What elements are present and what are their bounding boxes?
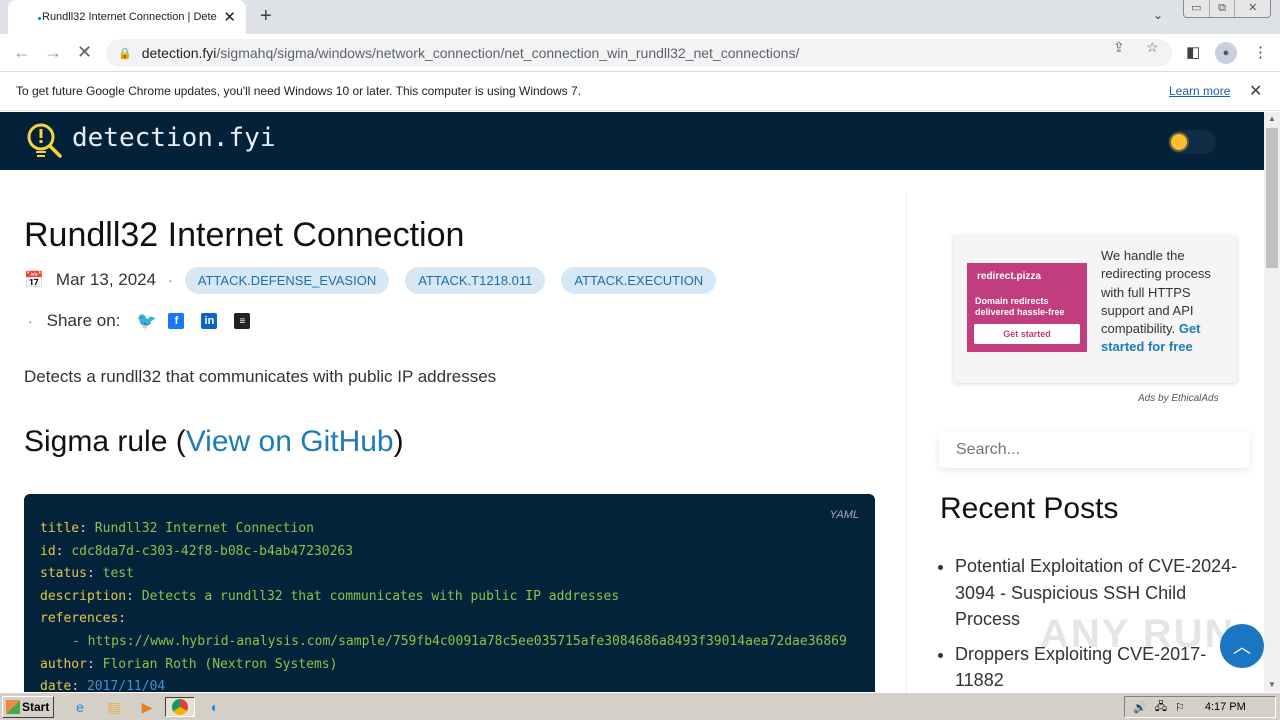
volume-icon[interactable]: 🔊 xyxy=(1133,701,1147,714)
close-tab-icon[interactable]: ✕ xyxy=(223,9,236,26)
system-tray: 🔊 🖧 ⚐ 4:17 PM xyxy=(1124,696,1276,718)
twitter-icon[interactable]: 🐦 xyxy=(136,313,157,330)
page-scrollbar[interactable]: ▲ ▼ xyxy=(1264,112,1280,692)
infobar-message: To get future Google Chrome updates, you… xyxy=(16,84,582,98)
separator-dot: · xyxy=(168,272,173,288)
scroll-to-top-button[interactable]: ︿ xyxy=(1220,624,1264,668)
forward-icon[interactable]: → xyxy=(44,42,62,62)
share-label: Share on: xyxy=(46,311,121,330)
side-panel-icon[interactable]: ◧ xyxy=(1186,44,1201,61)
recent-post-link[interactable]: Droppers Exploiting CVE-2017-11882 xyxy=(955,641,1245,693)
article-title: Rundll32 Internet Connection xyxy=(24,216,465,254)
code-language-label: YAML xyxy=(829,509,859,521)
watermark: ANY RUN xyxy=(1040,612,1236,656)
search-input[interactable] xyxy=(939,432,1250,468)
restore-button[interactable]: ⧉ xyxy=(1210,0,1236,17)
recent-posts-list: Potential Exploitation of CVE-2024-3094 … xyxy=(955,553,1245,692)
logo-bulb-icon[interactable] xyxy=(24,121,64,161)
start-button[interactable]: Start xyxy=(2,696,54,718)
network-icon[interactable]: 🖧 xyxy=(1154,700,1167,713)
media-player-icon[interactable]: ▶ xyxy=(141,698,153,715)
ad-credit[interactable]: Ads by EthicalAds xyxy=(1138,393,1219,404)
chrome-icon[interactable] xyxy=(165,697,195,717)
tag-t1218-011[interactable]: ATTACK.T1218.011 xyxy=(405,266,546,294)
bookmark-star-icon[interactable]: ☆ xyxy=(1146,39,1159,55)
code-line: id: cdc8da7d-c303-42f8-b08c-b4ab47230263 xyxy=(40,543,354,559)
sigma-rule-heading: Sigma rule (View on GitHub) xyxy=(24,425,404,458)
sun-icon xyxy=(1171,134,1187,150)
update-infobar: To get future Google Chrome updates, you… xyxy=(0,73,1280,111)
share-bar: · Share on: 🐦 f in ≡ xyxy=(28,311,251,331)
facebook-icon[interactable]: f xyxy=(168,313,185,329)
code-line: date: 2017/11/04 xyxy=(40,679,166,692)
minimize-button[interactable]: ▭ xyxy=(1184,0,1210,17)
edge-icon[interactable]: ◐ xyxy=(210,699,220,715)
recent-posts-heading: Recent Posts xyxy=(940,492,1119,525)
code-line: status: test xyxy=(40,566,134,582)
scrollbar-thumb[interactable] xyxy=(1266,128,1278,268)
article-date: Mar 13, 2024 xyxy=(55,270,157,289)
code-line: description: Detects a rundll32 that com… xyxy=(40,588,620,604)
code-line: - https://www.hybrid-analysis.com/sample… xyxy=(72,633,847,649)
ad-image[interactable]: redirect.pizza Domain redirects delivere… xyxy=(967,263,1087,352)
ad-headline: Domain redirects delivered hassle-free xyxy=(975,296,1065,317)
clock[interactable]: 4:17 PM xyxy=(1204,701,1246,713)
scroll-up-arrow-icon[interactable]: ▲ xyxy=(1268,114,1276,123)
linkedin-icon[interactable]: in xyxy=(201,313,218,329)
chevron-up-icon: ︿ xyxy=(1233,637,1251,657)
windows-taskbar: Start e ▤ ▶ ◐ 🔊 🖧 ⚐ 4:17 PM xyxy=(0,692,1280,720)
tab-title: Rundll32 Internet Connection | Detection… xyxy=(42,11,217,23)
ethical-ad[interactable]: redirect.pizza Domain redirects delivere… xyxy=(953,235,1237,383)
address-bar[interactable]: 🔒 detection.fyi/sigmahq/sigma/windows/ne… xyxy=(106,39,1172,67)
lock-icon[interactable]: 🔒 xyxy=(118,47,132,60)
close-infobar-icon[interactable]: ✕ xyxy=(1249,83,1263,100)
new-tab-button[interactable]: + xyxy=(260,5,272,27)
scroll-down-arrow-icon[interactable]: ▼ xyxy=(1268,680,1276,689)
page-content: detection.fyi Rundll32 Internet Connecti… xyxy=(0,112,1264,692)
view-on-github-link[interactable]: View on GitHub xyxy=(185,425,394,458)
tag-execution[interactable]: ATTACK.EXECUTION xyxy=(561,266,717,294)
share-page-icon[interactable]: ⇪ xyxy=(1113,39,1125,55)
loading-icon xyxy=(38,17,41,20)
ad-get-started-button[interactable]: Get started xyxy=(974,324,1080,344)
back-icon[interactable]: ← xyxy=(13,42,31,62)
code-line: references: xyxy=(40,611,127,627)
article-description: Detects a rundll32 that communicates wit… xyxy=(24,367,497,386)
copy-icon[interactable]: ≡ xyxy=(234,313,251,329)
windows-logo-icon xyxy=(6,700,20,714)
learn-more-link[interactable]: Learn more xyxy=(1169,84,1231,98)
site-header: detection.fyi xyxy=(0,112,1264,170)
ad-brand: redirect.pizza xyxy=(977,271,1041,282)
url-text: detection.fyi/sigmahq/sigma/windows/netw… xyxy=(141,45,800,61)
tab-strip: Rundll32 Internet Connection | Detection… xyxy=(0,0,1280,34)
profile-avatar[interactable]: ● xyxy=(1215,42,1237,64)
site-logo-text[interactable]: detection.fyi xyxy=(72,123,276,153)
tab-search-icon[interactable]: ⌄ xyxy=(1153,8,1164,22)
ie-icon[interactable]: e xyxy=(76,699,84,715)
ad-cta-link[interactable]: Get started for free xyxy=(1101,321,1201,355)
action-center-flag-icon[interactable]: ⚐ xyxy=(1174,701,1185,714)
recent-post-link[interactable]: Potential Exploitation of CVE-2024-3094 … xyxy=(955,553,1245,633)
tag-defense-evasion[interactable]: ATTACK.DEFENSE_EVASION xyxy=(184,266,390,294)
window-controls: ▭ ⧉ ✕ xyxy=(1183,0,1271,18)
article-meta: 📅 Mar 13, 2024 · ATTACK.DEFENSE_EVASION … xyxy=(24,266,732,294)
theme-toggle[interactable] xyxy=(1168,130,1216,154)
close-window-button[interactable]: ✕ xyxy=(1248,2,1258,14)
browser-tab[interactable]: Rundll32 Internet Connection | Detection… xyxy=(8,0,246,34)
code-line: title: Rundll32 Internet Connection xyxy=(40,521,314,536)
explorer-icon[interactable]: ▤ xyxy=(107,698,121,715)
calendar-icon: 📅 xyxy=(24,272,44,289)
separator-dot: · xyxy=(28,313,33,329)
browser-toolbar: ← → ✕ 🔒 detection.fyi/sigmahq/sigma/wind… xyxy=(0,34,1280,72)
yaml-code-block: YAML title: Rundll32 Internet Connection… xyxy=(24,494,875,692)
code-line: author: Florian Roth (Nextron Systems) xyxy=(40,656,338,672)
ad-text: We handle the redirecting process with f… xyxy=(1101,248,1211,355)
menu-icon[interactable]: ⋮ xyxy=(1253,44,1268,61)
stop-loading-icon[interactable]: ✕ xyxy=(77,42,93,62)
sidebar-divider xyxy=(906,192,907,692)
